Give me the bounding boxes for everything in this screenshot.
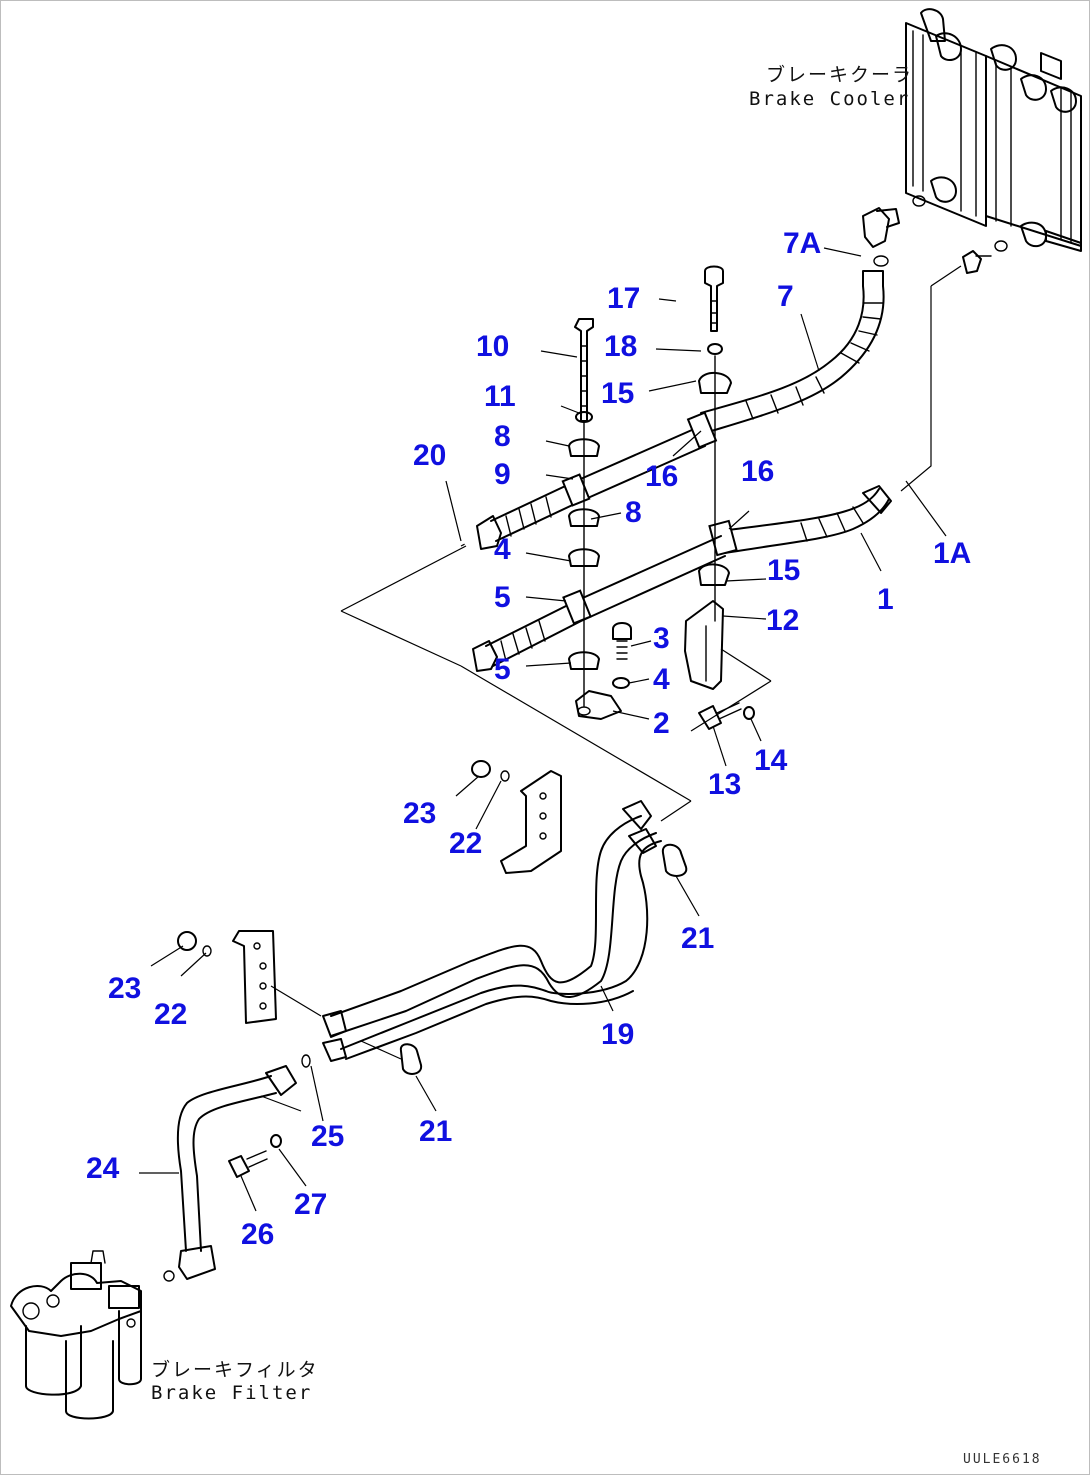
brake-cooler-label-jp: ブレーキクーラ xyxy=(766,63,913,86)
callout-27: 27 xyxy=(294,1188,327,1221)
callout-16-left: 16 xyxy=(645,460,678,493)
callout-16-right: 16 xyxy=(741,455,774,488)
callout-8-upper: 8 xyxy=(494,420,511,453)
callout-6: 5 xyxy=(494,581,511,614)
callout-25: 25 xyxy=(311,1120,344,1153)
brake-filter-label-en: Brake Filter xyxy=(151,1382,312,1404)
callout-11: 11 xyxy=(484,380,516,413)
callout-10: 10 xyxy=(476,330,509,363)
callout-15-lower: 15 xyxy=(767,554,800,587)
callout-21-upper: 21 xyxy=(681,922,714,955)
callout-1: 1 xyxy=(877,583,894,616)
callout-9: 9 xyxy=(494,458,511,491)
bolt-3-drawing xyxy=(612,622,632,689)
bracket-upper-drawing xyxy=(471,760,562,874)
hose-24-drawing xyxy=(163,1054,311,1282)
callout-23-upper: 23 xyxy=(403,797,436,830)
callout-22-upper: 22 xyxy=(449,827,482,860)
callout-24: 24 xyxy=(86,1152,120,1185)
callout-19: 19 xyxy=(601,1018,634,1051)
callout-22-lower: 22 xyxy=(154,998,187,1031)
bolt-26-drawing xyxy=(228,1134,282,1178)
callout-17: 17 xyxy=(607,282,640,315)
hose-7-drawing xyxy=(700,270,885,434)
clip-21-drawing xyxy=(360,843,688,1075)
assembly-lines xyxy=(340,265,962,822)
callout-18: 18 xyxy=(604,330,637,363)
bracket-lower-drawing xyxy=(177,930,322,1024)
callout-7: 7 xyxy=(777,280,794,313)
pipe-19-drawing xyxy=(322,800,662,1062)
callout-leaders xyxy=(139,247,947,1212)
brake-filter-label-jp: ブレーキフィルタ xyxy=(151,1358,319,1381)
hose-1-drawing xyxy=(708,485,892,557)
callout-23-lower: 23 xyxy=(108,972,141,1005)
callout-7A: 7A xyxy=(783,227,821,260)
brake-filter-drawing xyxy=(10,1250,142,1420)
callout-numbers: 7A 7 17 10 18 11 15 8 20 9 16 16 8 4 1A … xyxy=(86,227,971,1251)
hose-9-drawing xyxy=(476,411,718,550)
callout-5-lower: 5 xyxy=(494,653,511,686)
captions: ブレーキクーラ Brake Cooler ブレーキフィルタ Brake Filt… xyxy=(151,63,1042,1467)
callout-2: 2 xyxy=(653,707,670,740)
brake-cooler-drawing xyxy=(905,8,1082,252)
callout-21-lower: 21 xyxy=(419,1115,452,1148)
callout-4: 4 xyxy=(653,663,670,696)
callout-15-upper: 15 xyxy=(601,377,634,410)
callout-5-upper: 4 xyxy=(494,533,511,566)
callout-14: 14 xyxy=(754,744,788,777)
brake-cooler-label-en: Brake Cooler xyxy=(749,88,910,110)
callout-12: 12 xyxy=(766,604,799,637)
callout-20: 20 xyxy=(413,439,446,472)
callout-26: 26 xyxy=(241,1218,274,1251)
bolt-13-drawing xyxy=(698,702,755,730)
left-clamp-stack-drawing xyxy=(568,318,622,720)
elbow-fitting-drawing xyxy=(862,207,992,274)
callout-8-lower: 8 xyxy=(625,496,642,529)
document-id: UULE6618 xyxy=(963,1452,1042,1467)
callout-1A: 1A xyxy=(933,537,971,570)
right-clamp-stack-drawing xyxy=(684,265,732,690)
callout-3: 3 xyxy=(653,622,670,655)
callout-13: 13 xyxy=(708,768,741,801)
